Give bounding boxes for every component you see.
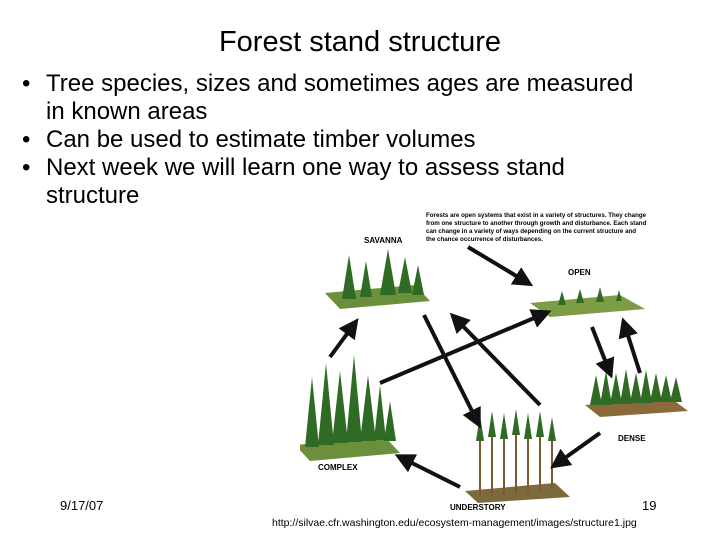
- stage-label-dense: DENSE: [618, 434, 646, 443]
- bullet-item: • Next week we will learn one way to asse…: [22, 154, 642, 210]
- arrow-complex-to-savanna: [328, 318, 359, 359]
- dense-stand-illustration: [585, 369, 688, 417]
- stage-label-savanna: SAVANNA: [364, 236, 403, 245]
- stage-label-complex: COMPLEX: [318, 463, 358, 472]
- arrow-cross-to-understory: [422, 314, 481, 429]
- stand-structure-diagram: Forests are open systems that exist in a…: [300, 212, 688, 512]
- page-number: 19: [642, 498, 657, 513]
- bullet-item: • Can be used to estimate timber volumes: [22, 126, 642, 154]
- arrow-cross-to-savanna: [449, 312, 542, 407]
- open-stand-illustration: [530, 287, 645, 317]
- caption-line: the chance occurrence of disturbances.: [426, 236, 543, 243]
- complex-stand-illustration: [300, 355, 400, 461]
- savanna-stand-illustration: [325, 249, 430, 309]
- arrow-dense-to-understory: [550, 431, 602, 469]
- caption-line: can change in a variety of ways dependin…: [426, 228, 636, 235]
- bullet-list: • Tree species, sizes and sometimes ages …: [22, 70, 642, 210]
- bullet-glyph: •: [22, 154, 31, 181]
- arrow-cross-to-open: [379, 309, 552, 385]
- bullet-glyph: •: [22, 126, 31, 153]
- arrow-dense-to-open: [618, 317, 642, 374]
- bullet-text: Next week we will learn one way to asses…: [46, 154, 565, 209]
- slide-date: 9/17/07: [60, 498, 104, 513]
- transition-arrows: [328, 245, 642, 489]
- arrow-savanna-to-open: [466, 245, 534, 287]
- slide-title: Forest stand structure: [218, 26, 502, 58]
- arrow-open-to-dense: [590, 326, 615, 379]
- understory-stand-illustration: [465, 409, 570, 503]
- bullet-glyph: •: [22, 70, 31, 97]
- stage-label-understory: UNDERSTORY: [450, 503, 506, 512]
- image-source-url: http://silvae.cfr.washington.edu/ecosyst…: [272, 517, 637, 529]
- bullet-text: Can be used to estimate timber volumes: [46, 126, 476, 153]
- bullet-item: • Tree species, sizes and sometimes ages …: [22, 70, 642, 126]
- bullet-text: Tree species, sizes and sometimes ages a…: [46, 70, 634, 125]
- stage-label-open: OPEN: [568, 268, 591, 277]
- arrow-understory-to-complex: [394, 454, 461, 489]
- caption-line: from one structure to another through gr…: [426, 220, 647, 227]
- caption-line: Forests are open systems that exist in a…: [426, 212, 647, 219]
